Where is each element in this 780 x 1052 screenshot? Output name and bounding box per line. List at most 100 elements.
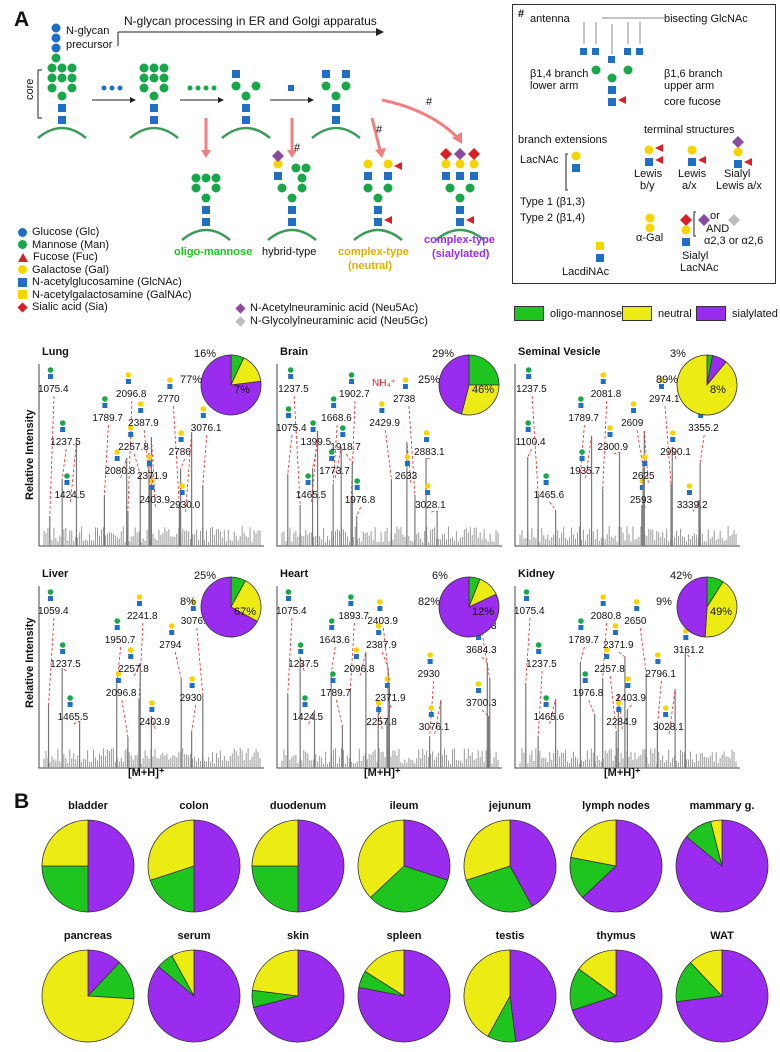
glycan-glyph (47, 589, 54, 601)
mannose-circle (348, 372, 355, 378)
peak-connector (588, 699, 596, 716)
spectrum-plot (514, 364, 740, 547)
peak-connector (627, 704, 632, 711)
peak-connector (425, 457, 431, 460)
pie-slice (41, 949, 135, 1043)
peak-label: 2257.8 (118, 442, 149, 453)
peak-label: 2403.9 (139, 717, 170, 728)
glcnac-square (526, 374, 532, 379)
peak-connector (299, 656, 305, 672)
glcnac-square (353, 654, 359, 659)
circle-icon (18, 265, 27, 274)
glycan-glyph (578, 618, 584, 630)
glcnac-square (698, 413, 704, 418)
galactose-circle (686, 483, 693, 489)
galactose-circle (149, 478, 155, 484)
peak-connector (151, 715, 156, 730)
hash-mark: # (376, 124, 383, 136)
tissue-label: pancreas (63, 930, 113, 942)
glcnac-square (424, 437, 430, 442)
peak-label: 2883.1 (414, 447, 445, 458)
galactose-circle (607, 425, 613, 431)
peak-label: 1424.5 (292, 712, 324, 723)
precursor-label-2: precursor (66, 39, 113, 51)
lewis-by-sub: b/y (640, 180, 655, 192)
glycan-glyph (523, 589, 530, 601)
glcnac-square (476, 635, 481, 640)
glycan-glyph (285, 589, 292, 601)
pie-percent-label: 6% (432, 570, 448, 582)
glycan-glyph (330, 396, 337, 408)
glycan-glyph (579, 449, 585, 461)
pie-slice (710, 819, 723, 867)
pie-slice (251, 819, 299, 867)
glycan-glyph (353, 647, 360, 659)
peak-label: 2096.8 (105, 688, 137, 699)
tissue-label: WAT (710, 930, 734, 942)
glycan-glyph (328, 618, 335, 630)
peak-label: 1465.5 (57, 712, 89, 723)
spectrum-plot (276, 586, 502, 769)
glycan-glyph (297, 642, 304, 654)
peak-connector (527, 448, 533, 458)
galactose-circle (475, 681, 482, 687)
tissue-pie (147, 949, 241, 1043)
x-axis-label: [M+H]⁺ (604, 767, 641, 779)
glcnac-square (331, 403, 337, 408)
glcnac-square (524, 596, 529, 601)
peak-label: 2794 (159, 640, 182, 651)
tissue-pie (569, 949, 663, 1043)
glcnac-square (114, 456, 120, 461)
peak-connector (49, 395, 55, 517)
diamond-icon (235, 315, 246, 327)
glcnac-square (543, 702, 549, 707)
peak-connector (585, 435, 592, 479)
lewis-ax-label: Lewis (678, 168, 707, 180)
pie-percent-label: 67% (234, 606, 257, 618)
peak-label: 1789.7 (568, 635, 599, 646)
pie-slice (41, 819, 89, 867)
glcnac-square (302, 702, 308, 707)
mannose-circle (114, 618, 121, 624)
peak-connector (671, 446, 677, 460)
peak-label: 1918.7 (330, 442, 361, 453)
legend-entry-label: Galactose (Gal) (32, 263, 110, 276)
galactose-circle (630, 401, 637, 407)
glcnac-square (354, 485, 360, 490)
glcnac-square (612, 630, 618, 635)
pie-percent-label: 82% (418, 596, 441, 608)
mannose-circle (297, 642, 304, 648)
legend-entry: Fucose (Fuc) (18, 251, 98, 263)
peak-connector (481, 709, 489, 717)
sialyl-lacnac-label: Sialyl (682, 250, 709, 262)
mannose-circle (302, 695, 308, 701)
complex-glycan-diagram (580, 17, 667, 106)
glycan-glyph (354, 478, 361, 490)
galactose-circle (353, 647, 360, 653)
tissue-label: ileum (389, 800, 419, 812)
peak-connector (699, 434, 705, 464)
terminal-structures-label: terminal structures (644, 124, 735, 136)
peak-label: 1976.8 (344, 495, 376, 506)
glycan-glyph (662, 705, 669, 717)
glycan-glyph (64, 473, 70, 485)
peak-label: 2609 (621, 418, 644, 429)
diamond-icon (235, 302, 246, 314)
pie-percent-label: 89% (656, 374, 679, 386)
composition-pie (438, 354, 500, 416)
peak-label: 2080.8 (590, 611, 622, 622)
peak-label: 2371.9 (374, 693, 406, 704)
pie-slice (676, 576, 708, 638)
pie-slice (200, 354, 262, 416)
peak-label: 3076.1 (190, 423, 222, 434)
glycan-glyph (428, 705, 435, 717)
pie-percent-label: 8% (180, 596, 196, 608)
galactose-circle (633, 599, 640, 605)
peak-connector (293, 395, 301, 506)
glcnac-square (377, 606, 383, 611)
antenna-label: antenna (530, 13, 570, 25)
glycan-glyph (686, 483, 693, 495)
spectrum-title: Brain (280, 346, 309, 358)
galactose-circle (612, 623, 619, 629)
